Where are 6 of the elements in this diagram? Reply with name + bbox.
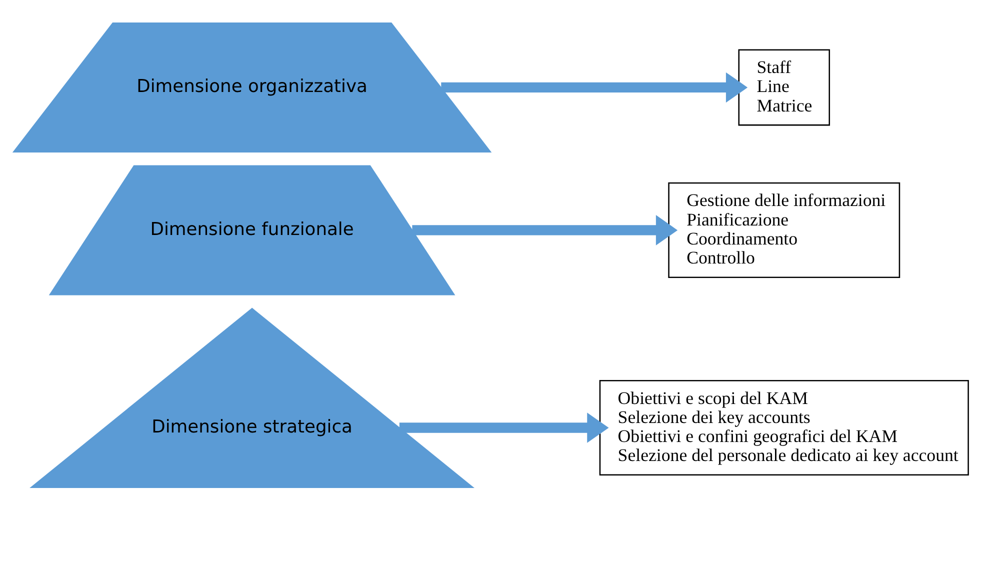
arrow: [412, 215, 678, 246]
node-box: Obiettivi e scopi del KAM Selezione dei key accounts Obiettivi e confini geografici del KAM Selezione del personale dedicato ai key account: [599, 380, 969, 476]
node-box: Gestione delle informazioni Pianificazione Coordinamento Controllo: [668, 182, 900, 278]
arrow: [399, 412, 609, 443]
node-box: Staff Line Matrice: [738, 49, 830, 126]
arrow: [441, 72, 748, 103]
